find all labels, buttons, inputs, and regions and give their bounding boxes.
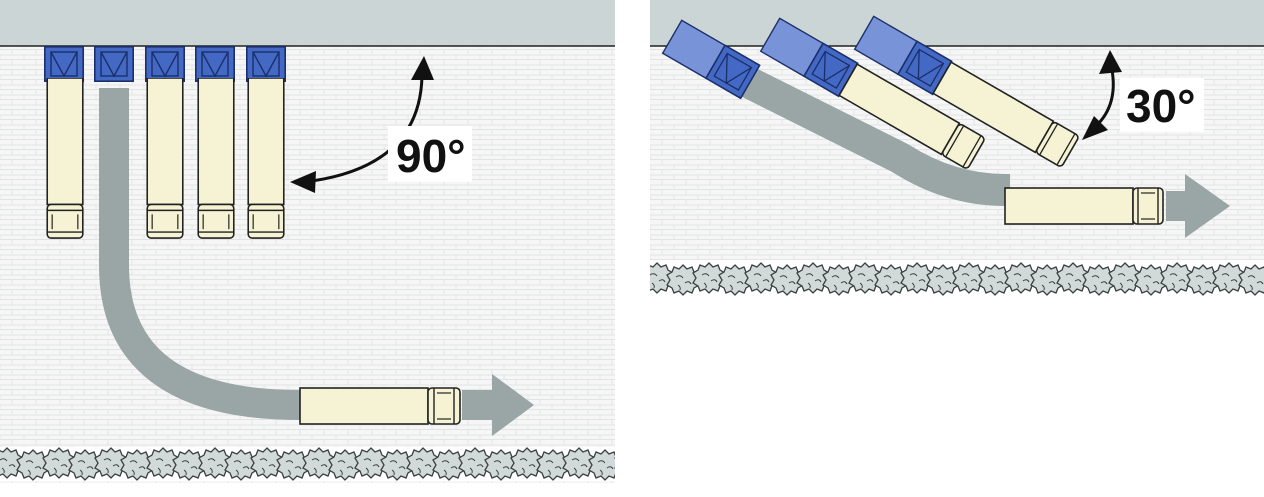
parked-bus (46, 78, 84, 239)
angle-label-bg (388, 126, 472, 182)
parked-buses (46, 78, 285, 239)
building (650, 0, 1264, 46)
bay-2 (94, 46, 134, 82)
diagram-30-canvas: 30° (650, 0, 1264, 300)
departing-bus (1004, 187, 1164, 225)
departure-path-arrow (99, 88, 534, 436)
parked-bus (838, 63, 985, 169)
bay-3 (145, 46, 185, 82)
diagram-30-degree: 30° (650, 0, 1264, 300)
hedge-row (0, 447, 615, 481)
bus-bays (44, 46, 286, 82)
diagram-90-canvas: 90° (0, 0, 615, 483)
bay-1 (44, 46, 84, 82)
bay-1 (661, 19, 761, 100)
parked-bus (247, 78, 285, 239)
hedge-row (650, 260, 1264, 300)
diagram-90-degree: 90° (0, 0, 615, 483)
angle-label-30: 30° (1126, 80, 1196, 132)
parked-bus (932, 61, 1079, 167)
departing-bus (299, 387, 461, 425)
bay-5 (246, 46, 286, 82)
departure-path-arrow (736, 65, 1230, 238)
bay-4 (195, 46, 235, 82)
building (0, 0, 615, 46)
bay-2 (759, 17, 985, 169)
angle-arc-30 (1082, 50, 1122, 140)
angle-label-bg (1120, 78, 1204, 132)
bay-3 (853, 15, 1079, 167)
angle-label-90: 90° (396, 130, 466, 182)
parked-bus (197, 78, 235, 239)
parked-bus (146, 78, 184, 239)
